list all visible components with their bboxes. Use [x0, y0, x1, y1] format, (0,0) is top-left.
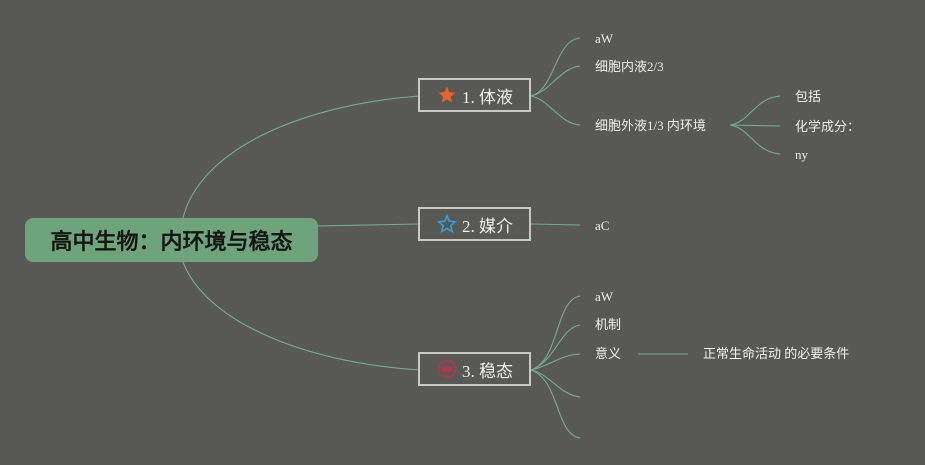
- crown-icon: [436, 358, 458, 380]
- connector-topic3-blank-2: [530, 369, 581, 439]
- subtopic-chemical-composition[interactable]: 化学成分：: [795, 119, 861, 134]
- connector-topic3-aw: [530, 295, 581, 371]
- topic-medium[interactable]: 2. 媒介: [418, 207, 531, 241]
- subtopic-includes[interactable]: 包括: [795, 89, 822, 104]
- connector-topic3-mechanism: [530, 324, 581, 371]
- connector-topic1-extracellular: [530, 95, 581, 126]
- subtopic-meaning[interactable]: 意义: [595, 346, 622, 361]
- connector-extracellular-ny: [729, 124, 781, 155]
- topic-homeostasis[interactable]: 3. 稳态: [418, 352, 531, 386]
- root-node[interactable]: 高中生物：内环境与稳态: [25, 218, 318, 262]
- connector-topic1-intracellular: [530, 65, 581, 97]
- subtopic-ac[interactable]: aC: [595, 218, 610, 233]
- subtopic-aw[interactable]: aW: [595, 289, 614, 304]
- connector-extracellular-includes: [729, 95, 781, 126]
- root-label: 高中生物：内环境与稳态: [50, 230, 293, 255]
- connector-root-topic-3: [182, 261, 420, 371]
- star-outline-icon: [436, 213, 458, 235]
- connector-root-topic-2: [317, 223, 420, 227]
- subtopic-aw[interactable]: aW: [595, 31, 614, 46]
- topic-body-fluid[interactable]: 1. 体液: [418, 78, 531, 112]
- subtopic-intracellular-fluid[interactable]: 细胞内液2/3: [595, 59, 664, 74]
- subtopic-ny[interactable]: ny: [795, 147, 808, 162]
- subtopic-mechanism[interactable]: 机制: [595, 317, 622, 332]
- topic-label: 1. 体液: [462, 87, 513, 107]
- topic-label: 2. 媒介: [462, 216, 513, 236]
- connector-topic1-aw: [530, 37, 581, 97]
- subtopic-extracellular-fluid[interactable]: 细胞外液1/3 内环境: [595, 118, 706, 133]
- connector-root-topic-1: [182, 95, 420, 219]
- connector-topic2-ac: [530, 223, 581, 226]
- connector-topic3-meaning: [530, 353, 581, 371]
- connector-extracellular-chemistry: [729, 124, 781, 127]
- topic-label: 3. 稳态: [462, 361, 513, 381]
- subtopic-necessary-condition[interactable]: 正常生命活动 的必要条件: [703, 346, 850, 361]
- star-filled-icon: [436, 84, 458, 106]
